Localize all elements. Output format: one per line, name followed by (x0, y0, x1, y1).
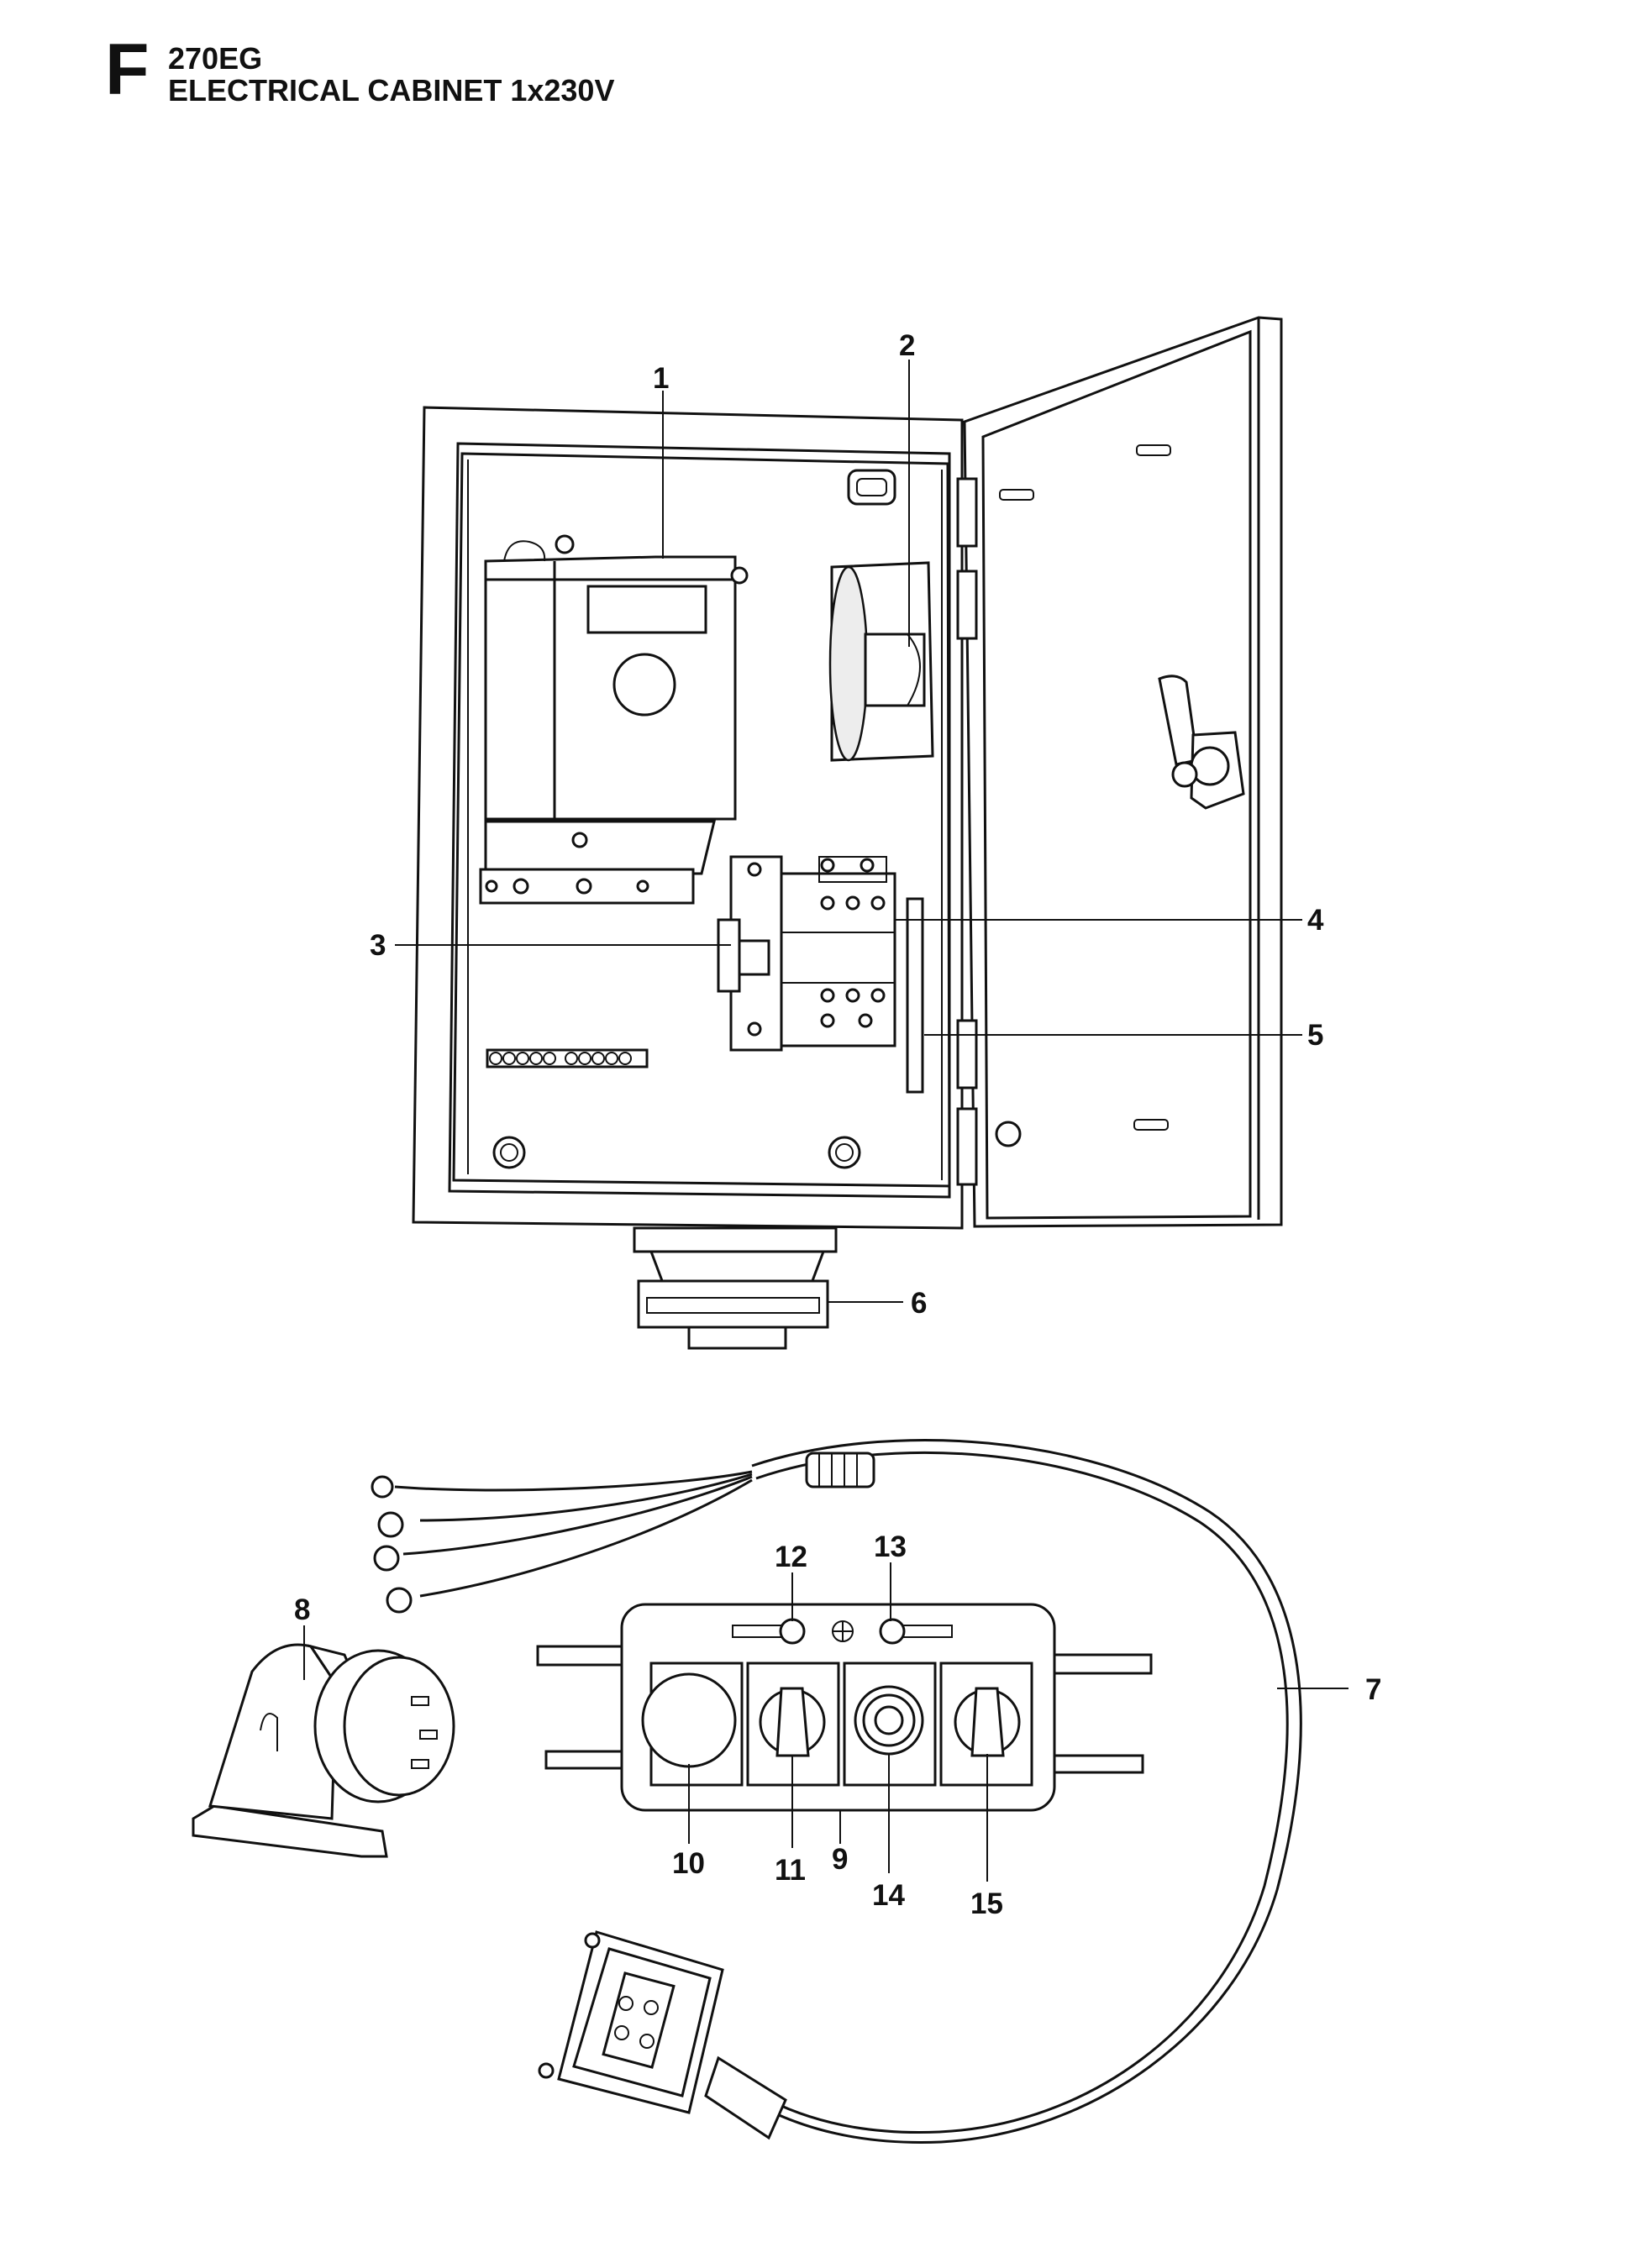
cable-plug (538, 1930, 787, 2140)
door-lock-handle (1158, 675, 1245, 810)
cooling-fan (828, 469, 934, 762)
control-panel (536, 1603, 1153, 1812)
cabinet-door (956, 316, 1283, 1228)
callout-7: 7 (1365, 1673, 1381, 1706)
page-header: F 270EG ELECTRICAL CABINET 1x230V (0, 0, 1635, 134)
callout-3: 3 (370, 929, 386, 962)
callout-4: 4 (1307, 904, 1324, 937)
callout-13: 13 (874, 1530, 907, 1563)
callout-10: 10 (672, 1847, 705, 1880)
diagram-title: ELECTRICAL CABINET 1x230V (168, 73, 615, 108)
din-rail (906, 897, 924, 1094)
mounting-nut (828, 1136, 861, 1169)
hinge (956, 1019, 978, 1089)
model-number: 270EG (168, 41, 263, 76)
callout-1: 1 (653, 362, 669, 395)
hinge (956, 477, 978, 548)
callout-12: 12 (775, 1541, 807, 1573)
callout-leaders (303, 360, 1348, 1882)
section-letter: F (105, 29, 150, 110)
callout-15: 15 (970, 1887, 1003, 1920)
callout-2: 2 (899, 329, 915, 362)
terminal-strip (486, 1048, 649, 1068)
callout-14: 14 (872, 1879, 905, 1912)
circuit-breaker (717, 855, 783, 1052)
callout-9: 9 (832, 1843, 848, 1876)
wall-inlet-socket (192, 1643, 455, 1858)
callout-8: 8 (294, 1593, 310, 1626)
callout-numbers: 1 2 3 4 5 6 7 8 9 10 11 12 13 14 15 (294, 329, 1381, 1920)
door-slot (1136, 444, 1171, 456)
door-slot (999, 489, 1034, 501)
hinge (956, 1107, 978, 1186)
control-cable (371, 1439, 1302, 2144)
cable-gland (633, 1226, 838, 1350)
mounting-nut (492, 1136, 526, 1169)
callout-6: 6 (911, 1287, 927, 1320)
callout-5: 5 (1307, 1019, 1323, 1052)
hinge (956, 570, 978, 640)
callout-11: 11 (775, 1854, 806, 1887)
contactor (780, 856, 896, 1047)
power-unit (479, 534, 749, 905)
emergency-stop-button (641, 1672, 737, 1768)
door-slot (1133, 1119, 1169, 1131)
indicator-lamp (879, 1618, 906, 1645)
indicator-lamp (779, 1618, 806, 1645)
